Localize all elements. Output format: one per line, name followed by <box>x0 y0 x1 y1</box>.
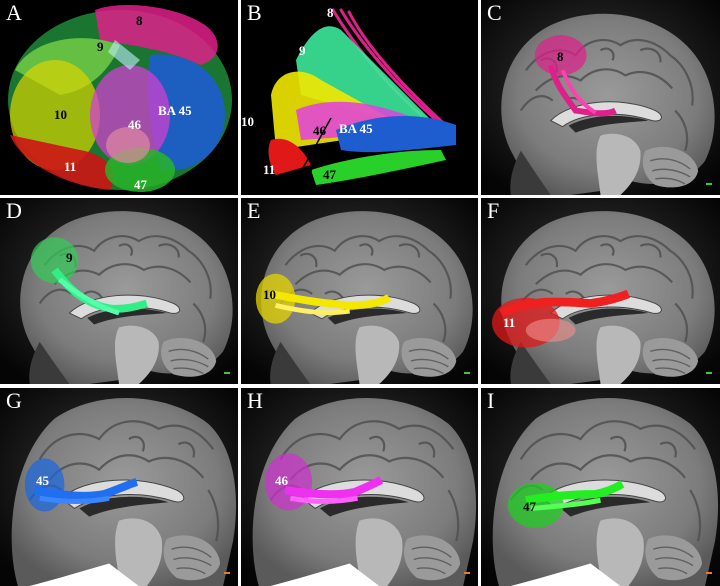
scale-mark <box>224 572 230 574</box>
panel-b-tract-render <box>241 0 478 195</box>
region-label: 9 <box>66 250 73 265</box>
panel-e-letter: E <box>247 198 261 223</box>
panel-g-letter: G <box>6 388 22 413</box>
panel-e: E 10 <box>241 198 478 384</box>
panel-a: A 8 9 10 46 BA 45 11 47 <box>0 0 238 195</box>
panel-b-letter: B <box>247 0 262 25</box>
scale-mark <box>464 372 470 374</box>
region-47-label: 47 <box>134 177 147 192</box>
panel-d: D 9 <box>0 198 238 384</box>
panel-b: B 8 9 10 46 BA 45 11 47 <box>241 0 478 195</box>
region-label: 47 <box>523 499 536 514</box>
region-label: 10 <box>263 287 276 302</box>
region-9-label: 9 <box>299 43 306 58</box>
scale-mark <box>464 572 470 574</box>
region-10-label: 10 <box>54 107 67 122</box>
region-label: 11 <box>503 315 516 330</box>
region-11-label: 11 <box>263 162 276 177</box>
scale-mark <box>706 572 712 574</box>
panel-h: H 46 <box>241 388 478 586</box>
panel-f-letter: F <box>487 198 500 223</box>
panel-g-mri <box>0 388 238 586</box>
region-label: 8 <box>557 49 564 64</box>
region-9-label: 9 <box>97 39 104 54</box>
region-46-label: 46 <box>128 117 141 132</box>
region-47-label: 47 <box>323 167 336 182</box>
panel-c: C 8 <box>481 0 720 195</box>
panel-d-mri <box>0 198 238 384</box>
region-label: 46 <box>275 473 288 488</box>
panel-d-letter: D <box>6 198 22 223</box>
panel-h-mri <box>241 388 478 586</box>
region-label: 45 <box>36 473 49 488</box>
region-10-label: 10 <box>241 114 254 129</box>
panel-f: F 11 <box>481 198 720 384</box>
region-8-label: 8 <box>327 5 334 20</box>
panel-a-3d-render <box>0 0 238 195</box>
panel-i-letter: I <box>487 388 495 413</box>
panel-c-letter: C <box>487 0 502 25</box>
region-8-label: 8 <box>136 13 143 28</box>
scale-mark <box>224 372 230 374</box>
scale-mark <box>706 183 712 185</box>
panel-e-mri <box>241 198 478 384</box>
region-46-label: 46 <box>313 123 326 138</box>
panel-i-mri <box>481 388 720 586</box>
scale-mark <box>706 372 712 374</box>
panel-c-mri <box>481 0 720 195</box>
panel-i: I 47 <box>481 388 720 586</box>
panel-a-letter: A <box>6 0 22 25</box>
panel-f-mri <box>481 198 720 384</box>
panel-g: G 45 <box>0 388 238 586</box>
panel-h-letter: H <box>247 388 263 413</box>
region-11-label: 11 <box>64 159 77 174</box>
region-45-label: BA 45 <box>339 121 373 136</box>
region-45-label: BA 45 <box>158 103 192 118</box>
